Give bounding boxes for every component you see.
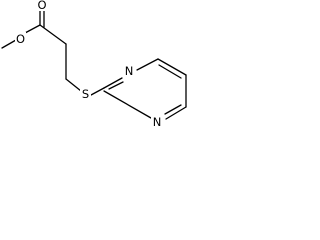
atom-s: S: [82, 87, 89, 101]
atom-labels: O O S N N: [15, 0, 163, 129]
ring-bond-c2-n1-inner: [108, 81, 124, 90]
bond-s-ring: [90, 87, 105, 96]
ring-bond-c6-c5-inner: [158, 64, 182, 79]
atom-o-carbonyl: O: [37, 0, 46, 12]
bonds: [1, 8, 187, 120]
ring-bond-c4-n3: [165, 106, 187, 120]
bond-o-carbonyl-c: [24, 24, 41, 34]
ring-bond-n3-c2: [103, 90, 152, 119]
ring-bond-c6-c5: [157, 58, 187, 76]
bond-c-ch2: [39, 24, 67, 45]
structure-diagram: O O S N N: [1, 0, 187, 129]
bond-methyl-o: [1, 39, 17, 49]
ring-bond-n1-c6: [136, 58, 159, 71]
atom-n-upper: N: [125, 64, 134, 78]
bond-ch2-s: [65, 78, 82, 92]
atom-o-ester: O: [16, 32, 25, 46]
ring-bond-c4-n3-inner: [164, 104, 182, 115]
ring-bond-c2-n1: [103, 77, 123, 89]
atom-n-lower: N: [153, 115, 162, 129]
